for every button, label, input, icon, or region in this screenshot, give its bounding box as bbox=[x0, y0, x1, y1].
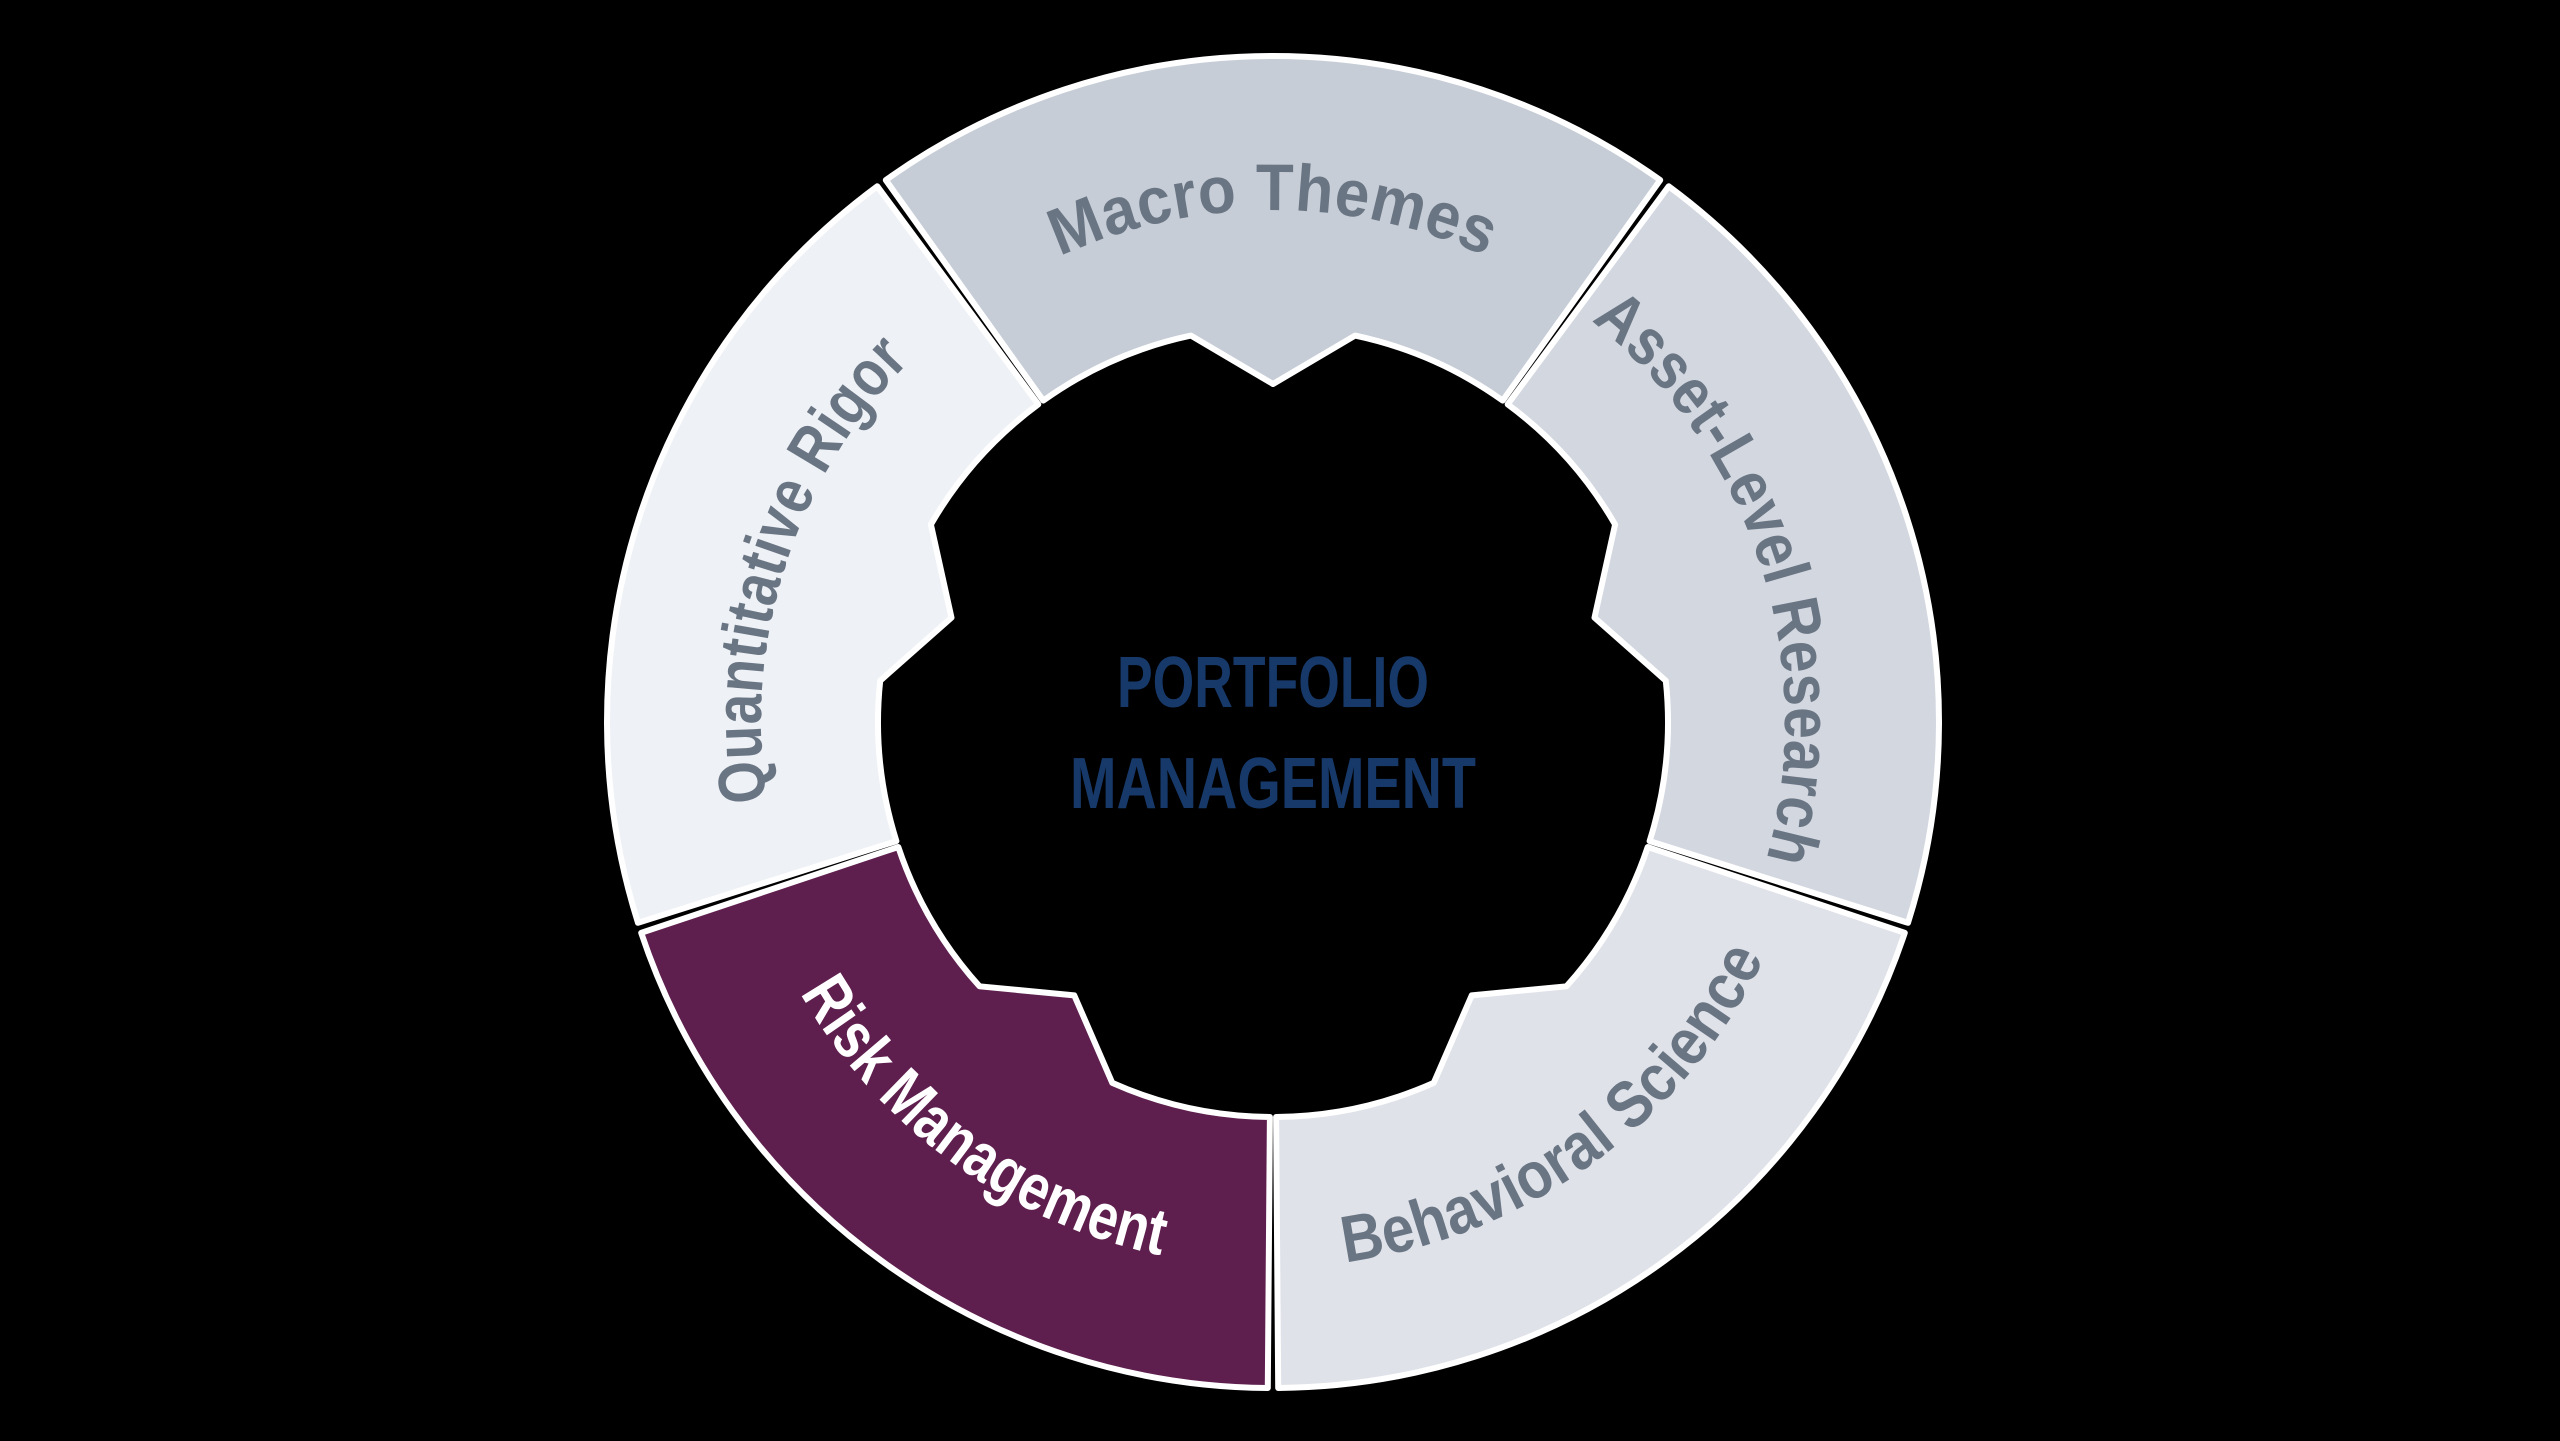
segment-quantitative-rigor[interactable] bbox=[604, 183, 1042, 926]
segment-macro-themes[interactable] bbox=[882, 53, 1664, 404]
segment-risk-management[interactable] bbox=[638, 844, 1273, 1391]
segments-layer bbox=[604, 53, 1942, 1391]
center-label-line1: PORTFOLIO bbox=[1117, 643, 1429, 723]
center-label-line2: MANAGEMENT bbox=[1070, 744, 1476, 824]
segment-asset-level-research[interactable] bbox=[1504, 183, 1942, 926]
segment-behavioral-science[interactable] bbox=[1273, 844, 1908, 1391]
